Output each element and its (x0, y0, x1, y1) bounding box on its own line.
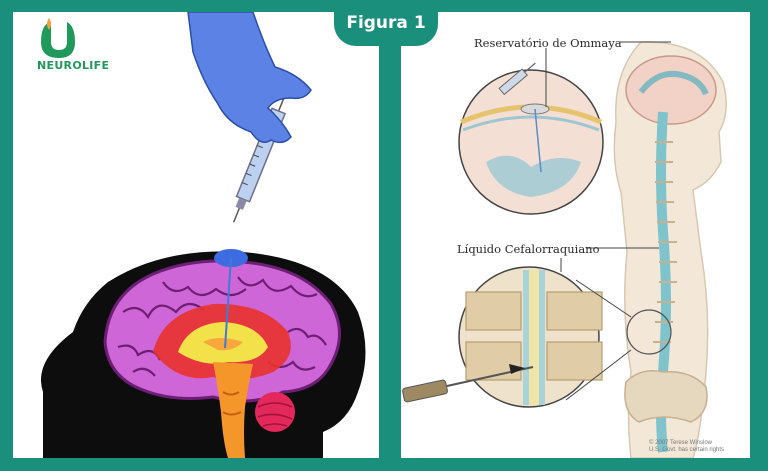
brain-injection-illustration (13, 12, 379, 458)
figure-title: Figura 1 (346, 13, 425, 33)
right-illustration-panel: Reservatório de Ommaya Líquido Cefalorra… (401, 12, 750, 458)
left-illustration-panel: NEUROLIFE (13, 12, 379, 458)
brand-name: NEUROLIFE (37, 59, 109, 72)
anatomy-illustration (401, 12, 750, 458)
csf-label: Líquido Cefalorraquiano (457, 242, 600, 256)
credit-line-2: U.S. Govt. has certain rights (649, 447, 724, 454)
neurolife-logo-icon (41, 18, 75, 58)
glove-hand-icon (188, 12, 311, 142)
ommaya-reservoir-label: Reservatório de Ommaya (474, 36, 622, 50)
credit-line-1: © 2007 Terese Winslow (649, 440, 712, 447)
cerebellum (255, 392, 295, 432)
figure-title-tab: Figura 1 (334, 0, 438, 46)
